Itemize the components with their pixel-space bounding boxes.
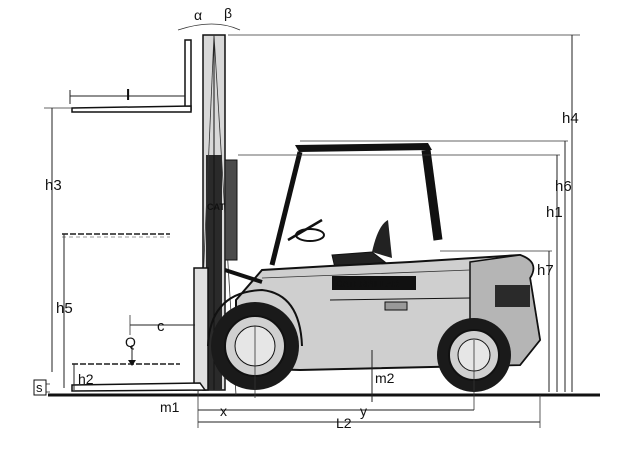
- left-dimensions: [38, 107, 75, 393]
- label-Q: Q: [125, 334, 136, 350]
- label-y: y: [360, 403, 367, 419]
- label-h7: h7: [537, 262, 554, 279]
- right-dimensions: [228, 34, 580, 392]
- rear-wheel: [437, 318, 511, 410]
- label-alpha: α: [194, 7, 202, 23]
- label-s-box: [33, 379, 47, 396]
- body-logo: CATERPILLAR: [336, 279, 399, 289]
- label-l: l: [126, 87, 130, 104]
- label-h5: h5: [56, 300, 73, 317]
- label-h1: h1: [546, 204, 563, 221]
- label-s: s: [36, 380, 43, 395]
- raised-fork: [71, 39, 192, 113]
- bottom-dimensions: [197, 395, 541, 428]
- label-h2: h2: [78, 371, 94, 387]
- seat-back: [372, 220, 392, 258]
- label-c: c: [157, 318, 165, 335]
- label-beta: β: [224, 5, 232, 21]
- front-wheel-arch: [207, 288, 303, 347]
- label-L2: L2: [336, 415, 352, 431]
- label-h3: h3: [45, 177, 62, 194]
- steering-wheel: [295, 228, 325, 242]
- label-h6: h6: [555, 178, 572, 195]
- mast-logo: CAT: [207, 202, 225, 212]
- ground-fork: [71, 382, 207, 392]
- label-x: x: [220, 403, 227, 419]
- overhead-guard: [269, 143, 443, 266]
- seat-base: [331, 251, 387, 269]
- label-h4: h4: [562, 110, 579, 127]
- tilt-arc: [177, 23, 241, 31]
- logo-plate: [332, 276, 416, 290]
- front-wheel: [211, 302, 299, 398]
- label-m1: m1: [160, 399, 180, 415]
- label-m2: m2: [375, 370, 395, 386]
